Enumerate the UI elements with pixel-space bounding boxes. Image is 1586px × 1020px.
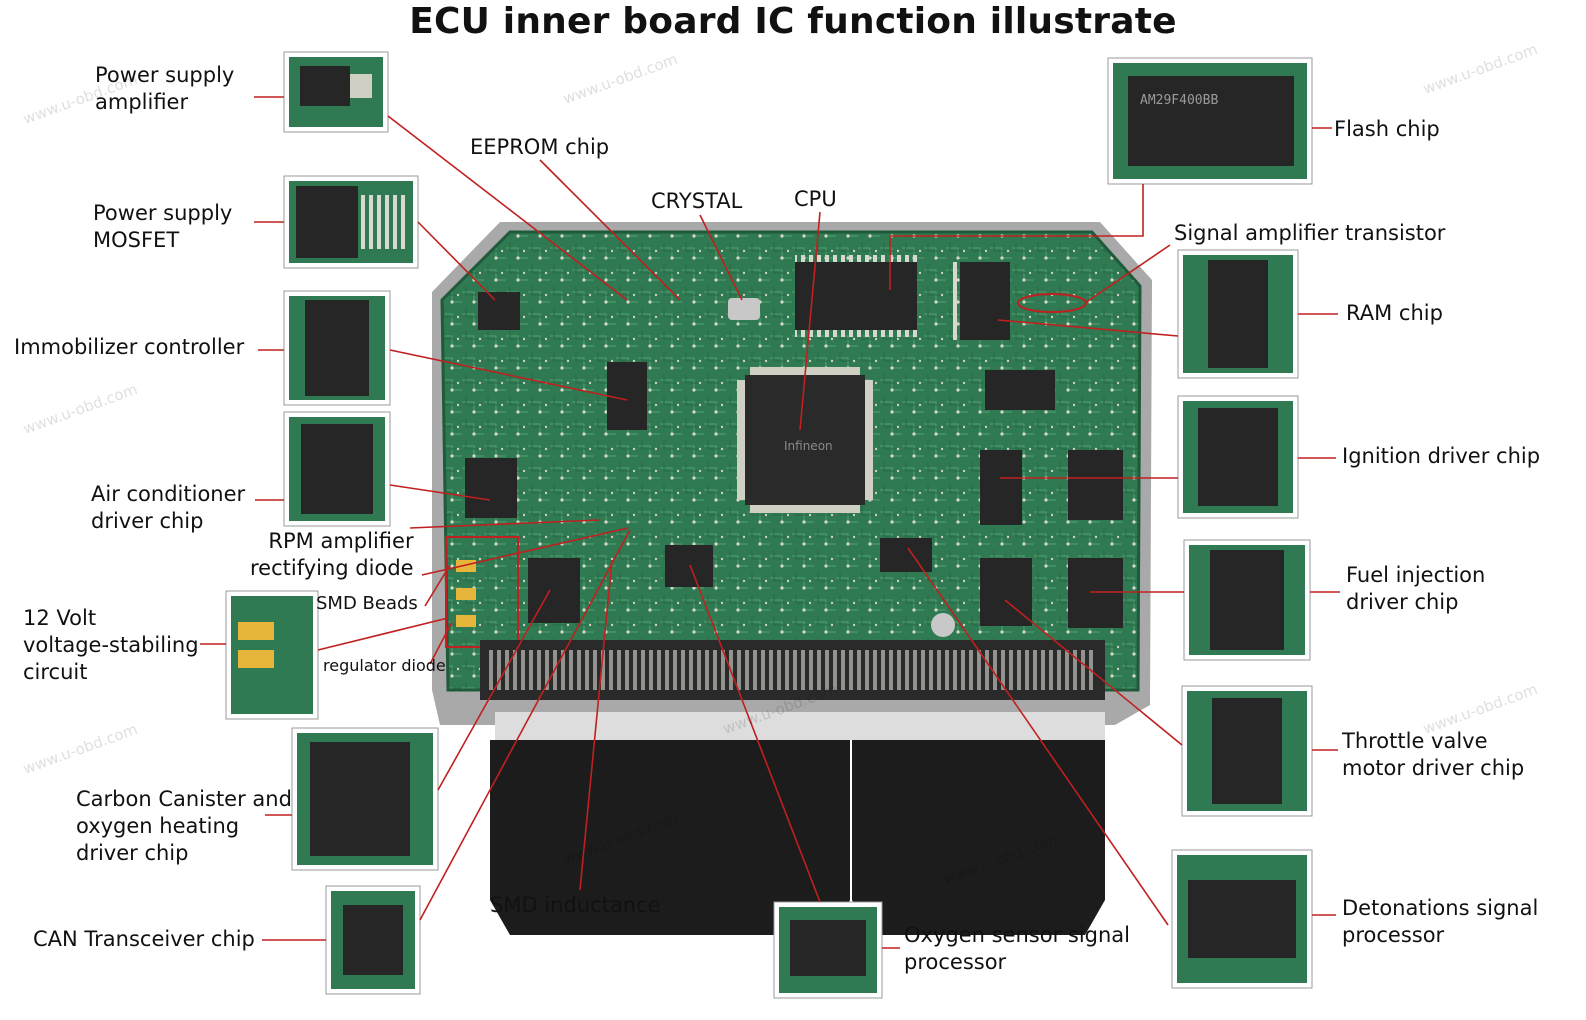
board-capacitor (931, 613, 955, 637)
label-ignition-driver-chip: Ignition driver chip (1342, 444, 1541, 468)
label-throttle-valve-motor-driver-chip: Throttle valve motor driver chip (1342, 729, 1525, 780)
blank-area (645, 48, 1075, 166)
leader-transistor (1084, 244, 1171, 304)
label-air-conditioner-driver-chip: Air conditioner driver chip (91, 482, 246, 533)
label-crystal: CRYSTAL (651, 189, 743, 213)
leader-can-board (419, 529, 631, 921)
leader-oxygen-board (689, 564, 821, 903)
thumb-throttle-valve-driver-chip (1181, 685, 1313, 817)
leader-power-supply-amplifier-board (387, 115, 628, 301)
board-chip-misc-1 (985, 370, 1055, 410)
board-chip-cpu (737, 367, 873, 513)
label-flash-chip: Flash chip (1334, 117, 1440, 141)
leader-crystal (699, 214, 743, 301)
ecu-connector (480, 640, 1105, 935)
label-oxygen-sensor-signal-processor: Oxygen sensor signal processor (904, 923, 1131, 974)
thumb-immobilizer-controller (283, 290, 391, 406)
label-fuel-injection-driver-chip: Fuel injection driver chip (1346, 563, 1486, 614)
leader-rpm-diode (421, 527, 629, 576)
label-carbon-canister-driver-chip: Carbon Canister and oxygen heating drive… (76, 787, 292, 865)
label-rpm-amplifier-rectifying-diode: RPM amplifier rectifying diode (250, 529, 414, 580)
board-chip-fuel-2 (1068, 558, 1123, 628)
board-chip-ignition-1 (980, 450, 1022, 525)
leader-immobilizer-board (389, 349, 628, 401)
label-detonations-signal-processor: Detonations signal processor (1342, 896, 1539, 947)
leader-regulator (429, 621, 453, 665)
thumb-oxygen-sensor-signal-processor (773, 901, 883, 999)
thumb-flash-chip (1107, 57, 1313, 185)
leader-rpm (409, 519, 601, 529)
thumb-power-supply-mosfet (283, 175, 419, 269)
leader-mosfet-board (417, 221, 496, 301)
board-chip-ram (795, 255, 917, 337)
leader-throttle-board (1004, 599, 1183, 746)
leader-detonation-board (907, 547, 1169, 926)
board-smd-beads (445, 536, 519, 648)
thumb-fuel-injection-driver-chip (1183, 539, 1311, 661)
leader-smd-beads (424, 564, 451, 607)
leader-air-conditioner-board (389, 484, 491, 501)
label-power-supply-amplifier: Power supply amplifier (95, 63, 235, 114)
thumb-can-transceiver-chip (325, 885, 421, 995)
thumb-voltage-stabiling-circuit (225, 590, 319, 720)
leader-flash-board (889, 184, 1144, 290)
board-chip-air-conditioner (465, 458, 517, 518)
leader-eeprom (539, 159, 681, 301)
board-chip-detonation (880, 538, 932, 572)
thumb-ignition-driver-chip (1177, 395, 1299, 519)
board-chip-power-mosfet (478, 292, 520, 330)
thumb-air-conditioner-driver-chip (283, 411, 391, 527)
flash-chip-marking: AM29F400BB (1140, 93, 1218, 108)
board-chip-flash (952, 262, 1010, 340)
board-chip-oxygen (665, 545, 713, 587)
label-cpu: CPU (794, 187, 837, 211)
leader-lines (200, 96, 1340, 949)
label-can-transceiver-chip: CAN Transceiver chip (33, 927, 255, 951)
thumb-detonations-signal-processor (1171, 849, 1313, 989)
leader-smd-inductance (579, 559, 613, 891)
board-chip-ignition-2 (1068, 450, 1123, 520)
label-power-supply-mosfet: Power supply MOSFET (93, 201, 233, 252)
thumb-carbon-canister-driver-chip (291, 727, 439, 871)
label-smd-inductance: SMD inductance (490, 893, 661, 917)
cpu-marking: Infineon (784, 439, 833, 453)
leader-cpu (799, 211, 821, 431)
label-smd-beads: SMD Beads (316, 593, 418, 614)
label-signal-amplifier-transistor: Signal amplifier transistor (1174, 221, 1446, 245)
board-chip-immobilizer (607, 362, 647, 430)
label-regulator-diode: regulator diode (323, 656, 446, 675)
label-ram-chip: RAM chip (1346, 301, 1443, 325)
leader-carbon-board (437, 589, 551, 791)
leader-voltage-board (317, 617, 449, 651)
diagram-title: ECU inner board IC function illustrate (409, 1, 1177, 42)
label-voltage-stabiling-circuit: 12 Volt voltage-stabiling circuit (23, 606, 199, 684)
thumb-power-supply-amplifier (283, 51, 389, 133)
board-crystal (728, 298, 760, 320)
leader-ram-board (997, 319, 1179, 337)
board-chip-carbon-canister (528, 558, 580, 623)
label-eeprom-chip: EEPROM chip (470, 135, 610, 159)
label-immobilizer-controller: Immobilizer controller (14, 335, 245, 359)
thumb-ram-chip (1177, 249, 1299, 379)
